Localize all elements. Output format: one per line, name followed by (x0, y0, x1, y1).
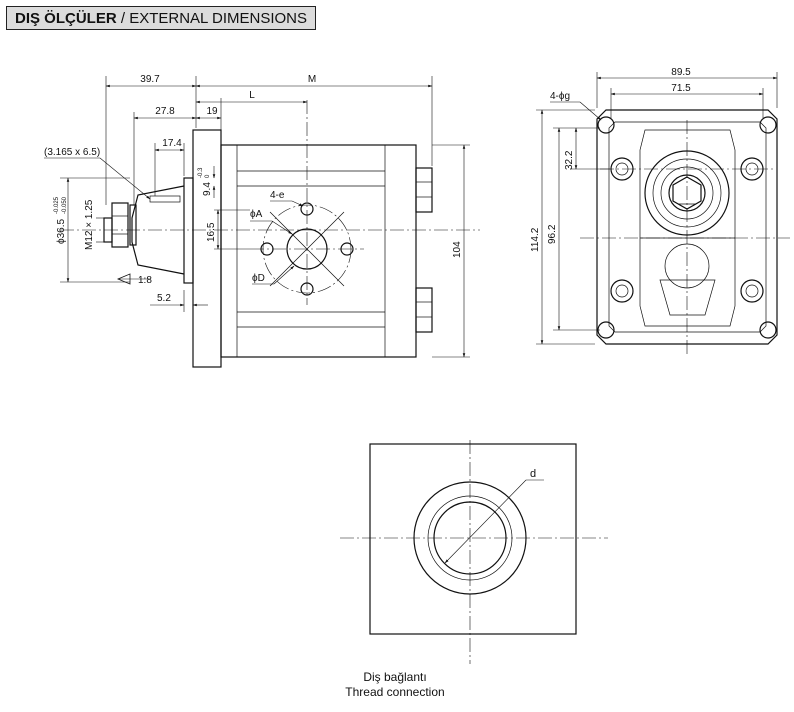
dim-32-2: 32.2 (564, 150, 575, 170)
dim-114-2: 114.2 (530, 227, 541, 252)
side-view: 39.7 M L 27.8 19 17.4 (3.165 x 6.5) ϕ36.… (44, 74, 480, 368)
dim-17-4: 17.4 (162, 138, 182, 149)
header-separator: / (116, 9, 130, 27)
dim-39-7: 39.7 (140, 74, 160, 85)
mounting-flange (192, 129, 222, 368)
end-bolt-top (415, 167, 433, 213)
dia-A-label: ϕA (250, 209, 263, 220)
dim-d: d (530, 468, 536, 480)
key-spec: (3.165 x 6.5) (44, 147, 100, 158)
shaft-nut (111, 202, 129, 248)
pump-body (220, 144, 417, 358)
front-view: 89.5 71.5 4-ϕg 114.2 96.2 32.2 (530, 67, 790, 355)
section-header: DIŞ ÖLÇÜLER / EXTERNAL DIMENSIONS (6, 6, 316, 30)
dim-104: 104 (452, 241, 463, 258)
dim-16-5: 16.5 (206, 222, 217, 242)
shaft-tolerance-upper: -0.025 (54, 196, 60, 214)
dim-27-8: 27.8 (155, 106, 175, 117)
tapered-shaft (131, 185, 185, 275)
tol-9-4-upper: -0.3 (198, 167, 204, 178)
shaft-diameter: ϕ36.5 (56, 218, 67, 244)
tol-9-4-lower: 0 (205, 174, 211, 178)
front-flange (596, 109, 778, 345)
dim-89-5: 89.5 (671, 67, 691, 78)
thread-view: d (340, 440, 608, 664)
taper-ratio: 1:8 (138, 275, 152, 286)
caption-tr: Diş bağlantı (363, 670, 427, 684)
header-title-tr: DIŞ ÖLÇÜLER (15, 9, 117, 27)
shaft-tolerance-lower: -0.050 (62, 196, 68, 214)
thread-spec: M12 × 1.25 (84, 199, 95, 250)
dim-5-2: 5.2 (157, 293, 171, 304)
thread-port-face (369, 443, 577, 635)
caption-en: Thread connection (345, 685, 445, 699)
pilot-ring (183, 177, 194, 284)
dim-96-2: 96.2 (547, 224, 558, 244)
holes-g-label: 4-ϕg (550, 91, 570, 102)
dim-71-5: 71.5 (671, 83, 691, 94)
holes-e-label: 4-e (270, 190, 285, 201)
dim-9-4: 9.4 (202, 182, 213, 196)
header-title-en: EXTERNAL DIMENSIONS (129, 9, 307, 27)
end-bolt-bottom (415, 287, 433, 333)
thread-caption: Diş bağlantı Thread connection (320, 670, 470, 700)
dim-M: M (308, 74, 316, 85)
dim-19: 19 (206, 106, 218, 117)
dim-L: L (249, 90, 255, 101)
dia-D-label: ϕD (252, 273, 265, 284)
